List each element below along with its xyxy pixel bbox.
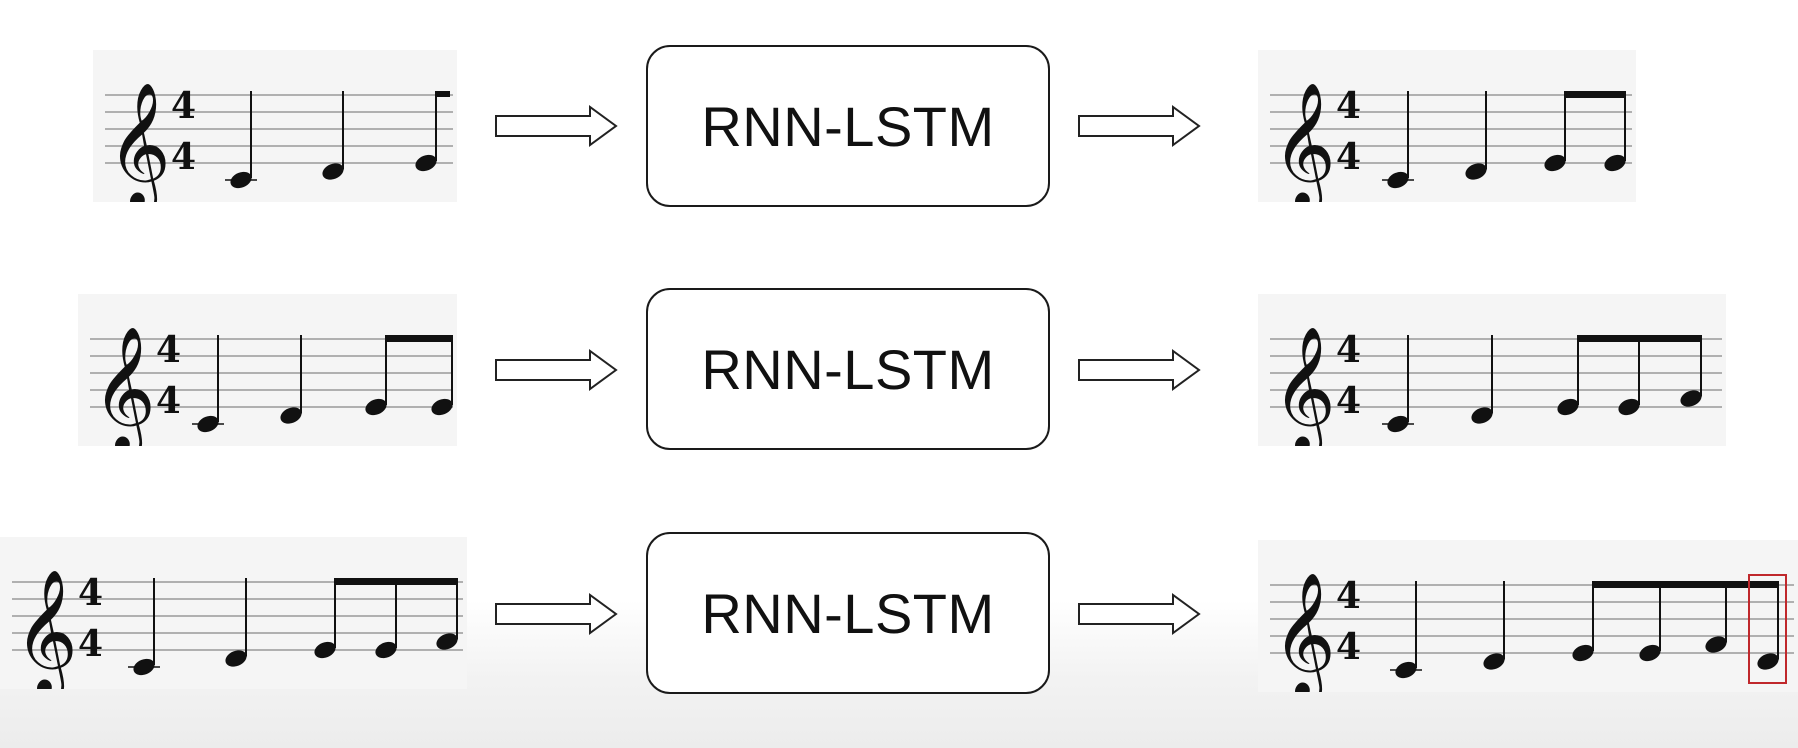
beam (334, 578, 458, 585)
model-label: RNN-LSTM (701, 337, 995, 401)
note-head (225, 650, 247, 667)
input-arrow-icon (494, 104, 620, 148)
model-label: RNN-LSTM (701, 581, 995, 645)
treble-clef-icon: 𝄞 (1272, 326, 1336, 446)
time-signature-denominator: 4 (1336, 136, 1361, 178)
treble-clef-icon: 𝄞 (92, 326, 156, 446)
right-arrow-icon (495, 349, 618, 391)
input-score-row-2: 𝄞4 4 (78, 294, 457, 446)
note-head (197, 415, 219, 433)
staff: 𝄞4 4 (1270, 326, 1722, 446)
staff: 𝄞4 4 (1270, 572, 1794, 692)
model-box-row-3: RNN-LSTM (646, 532, 1050, 694)
note-head (1618, 398, 1640, 416)
note-head (431, 398, 453, 416)
model-label: RNN-LSTM (701, 94, 995, 158)
input-score-row-1: 𝄞4 4 (93, 50, 457, 202)
note-head (1544, 154, 1566, 172)
note-head (1387, 415, 1409, 433)
right-arrow-icon (1078, 105, 1201, 147)
note-head (1471, 407, 1493, 424)
note-head (365, 398, 387, 416)
note-head (314, 641, 336, 659)
note-head (322, 163, 344, 180)
input-arrow-icon (494, 592, 620, 636)
time-signature-denominator: 4 (78, 623, 103, 665)
note-head (1465, 163, 1487, 180)
right-arrow-icon (1078, 349, 1201, 391)
model-box-row-2: RNN-LSTM (646, 288, 1050, 450)
note-head (1757, 653, 1779, 670)
beam (385, 335, 453, 342)
note-head (280, 407, 302, 424)
output-score-row-2: 𝄞4 4 (1258, 294, 1726, 446)
note-head (1680, 390, 1702, 407)
output-arrow-icon (1077, 104, 1203, 148)
staff: 𝄞4 4 (105, 82, 453, 202)
time-signature-numerator: 4 (1336, 85, 1361, 127)
right-arrow-icon (495, 105, 618, 147)
beam (1577, 335, 1702, 342)
output-arrow-icon (1077, 592, 1203, 636)
note-head (1705, 636, 1727, 653)
time-signature-denominator: 4 (171, 136, 196, 178)
note-head (1557, 398, 1579, 416)
note-head (375, 641, 397, 659)
note-head (436, 633, 458, 650)
time-signature-numerator: 4 (156, 329, 181, 371)
note-head (230, 171, 252, 189)
input-score-row-3: 𝄞4 4 (0, 537, 467, 689)
time-signature-denominator: 4 (1336, 626, 1361, 668)
input-arrow-icon (494, 348, 620, 392)
note-head (1395, 661, 1417, 679)
note-head (133, 658, 155, 676)
beam (1564, 91, 1626, 98)
time-signature-numerator: 4 (1336, 329, 1361, 371)
right-arrow-icon (495, 593, 618, 635)
model-box-row-1: RNN-LSTM (646, 45, 1050, 207)
note-head (1387, 171, 1409, 189)
output-score-row-1: 𝄞4 4 (1258, 50, 1636, 202)
beam (1592, 581, 1779, 588)
treble-clef-icon: 𝄞 (1272, 82, 1336, 202)
treble-clef-icon: 𝄞 (1272, 572, 1336, 692)
treble-clef-icon: 𝄞 (107, 82, 171, 202)
staff: 𝄞4 4 (12, 569, 463, 689)
new-note-highlight (1748, 574, 1787, 684)
staff: 𝄞4 4 (90, 326, 453, 446)
note-head (1572, 644, 1594, 662)
note-head (1639, 644, 1661, 662)
staff: 𝄞4 4 (1270, 82, 1632, 202)
time-signature-numerator: 4 (171, 85, 196, 127)
time-signature-denominator: 4 (1336, 380, 1361, 422)
treble-clef-icon: 𝄞 (14, 569, 78, 689)
note-flag (436, 91, 450, 97)
time-signature-denominator: 4 (156, 380, 181, 422)
right-arrow-icon (1078, 593, 1201, 635)
time-signature-numerator: 4 (1336, 575, 1361, 617)
output-score-row-3: 𝄞4 4 (1258, 540, 1798, 692)
output-arrow-icon (1077, 348, 1203, 392)
note-head (1604, 154, 1626, 172)
time-signature-numerator: 4 (78, 572, 103, 614)
note-head (1483, 653, 1505, 670)
note-head (415, 154, 437, 172)
